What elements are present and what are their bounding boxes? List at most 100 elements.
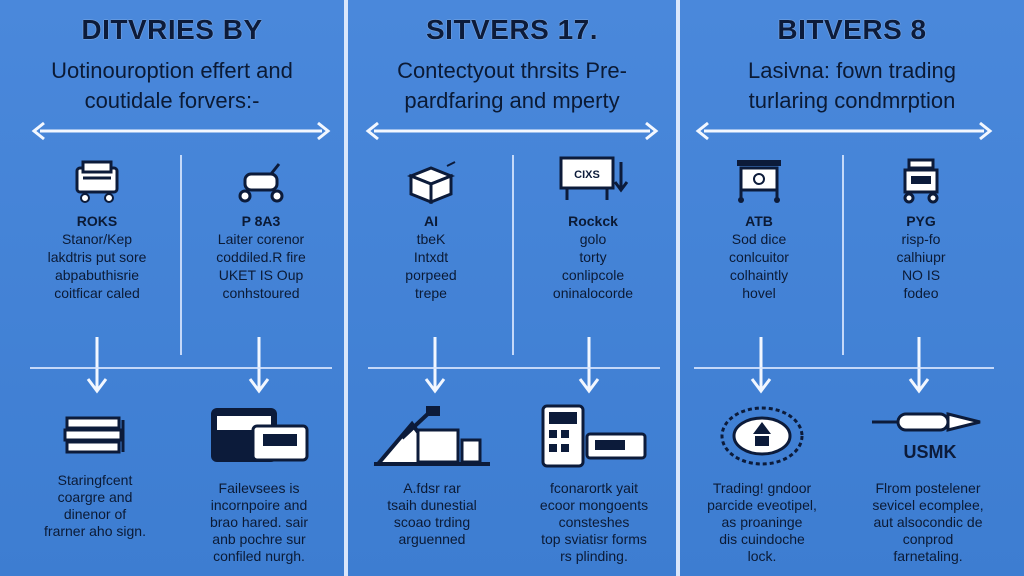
bottom-line: Flrom postelener (875, 480, 981, 496)
sign-board-icon: CIXS (559, 156, 629, 200)
bottom-line: Trading! gndoor (712, 480, 812, 496)
cell-line: conhstoured (222, 285, 300, 301)
bottom-line: rs plinding. (560, 548, 628, 564)
cell-line: UKET IS Oup (218, 267, 304, 283)
double-arrow-icon (31, 121, 331, 141)
cell-left: ATB Sod dice conlcuitor colhaintly hovel (684, 158, 834, 302)
column-title: SITVERS 17. (425, 14, 598, 45)
cell-line: colhaintly (729, 267, 789, 283)
cell-right: P 8A3 Laiter corenor coddiled.R fire UKE… (186, 160, 336, 302)
cell-line: torty (579, 249, 607, 265)
bottom-line: lock. (747, 548, 777, 564)
cell-text: Rockck golo torty conlipcole oninalocord… (518, 212, 668, 302)
bottom-line: incornpoire and (210, 497, 308, 513)
column-subtitle: Uotinouroption effert and coutidale forv… (0, 56, 344, 116)
bottom-right: fconarortk yait ecoor mongoents constesh… (514, 404, 674, 565)
scooter-icon (238, 163, 284, 203)
bottom-left: A.fdsr rar tsaih dunestial scoao trding … (354, 404, 510, 548)
column-title: BITVERS 8 (777, 14, 927, 45)
bottom-line: Failevsees is (218, 480, 300, 496)
column-2: SITVERS 17. Contectyout thrsits Pre- par… (348, 0, 676, 576)
cell-divider (842, 155, 844, 355)
bottom-line: consteshes (558, 514, 630, 530)
bottom-left: Staringfcent coargre and dinenor of frar… (20, 410, 170, 540)
bottom-line: coargre and (57, 489, 133, 505)
cell-line: Intxdt (413, 249, 449, 265)
down-arrow-icon (424, 337, 446, 394)
cell-line: calhiupr (896, 249, 946, 265)
row-divider (694, 367, 994, 369)
subtitle-line: Uotinouroption effert and (51, 58, 293, 83)
cell-divider (512, 155, 514, 355)
bottom-line: A.fdsr rar (403, 480, 461, 496)
column-subtitle: Lasivna: fown trading turlaring condmrpt… (680, 56, 1024, 116)
bottom-line: arguenned (398, 531, 466, 547)
card-reader-icon (211, 408, 309, 462)
cell-line: Stanor/Kep (61, 231, 133, 247)
column-divider (676, 0, 680, 576)
bottom-line: farnetaling. (893, 548, 963, 564)
subtitle-line: Lasivna: fown trading (748, 58, 956, 83)
down-arrow-icon (908, 337, 930, 394)
tool-icon-text: USMK (904, 442, 957, 462)
cart-icon (737, 160, 781, 203)
cell-line: tbeK (416, 231, 446, 247)
cell-line: Laiter corenor (217, 231, 305, 247)
subtitle-line: coutidale forvers:- (84, 88, 260, 113)
column-divider (344, 0, 348, 576)
bottom-right: Failevsees is incornpoire and brao hared… (184, 404, 334, 565)
bottom-line: tsaih dunestial (387, 497, 477, 513)
cell-left: ROKS Stanor/Kep lakdtris put sore abpabu… (22, 160, 172, 302)
column-1: DITVRIES BY Uotinouroption effert and co… (0, 0, 344, 576)
cell-line: NO IS (901, 267, 941, 283)
column-3: BITVERS 8 Lasivna: fown trading turlarin… (680, 0, 1024, 576)
bottom-line: parcide eveotipel, (707, 497, 817, 513)
bottom-line: anb pochre sur (212, 531, 306, 547)
column-title: DITVRIES BY (81, 14, 263, 45)
cell-text: ROKS Stanor/Kep lakdtris put sore abpabu… (22, 212, 172, 302)
row-divider (30, 367, 332, 369)
cell-left: AI tbeK Intxdt porpeed trepe (356, 160, 506, 302)
double-arrow-icon (365, 121, 659, 141)
bottom-line: top sviatisr forms (541, 531, 647, 547)
construction-icon (373, 406, 490, 466)
bottom-line: Staringfcent (57, 472, 133, 488)
bottom-line: brao hared. sair (209, 514, 309, 530)
cell-heading: ROKS (76, 213, 118, 229)
bottom-line: ecoor mongoents (539, 497, 649, 513)
bottom-line: confiled nurgh. (213, 548, 305, 564)
cell-line: lakdtris put sore (47, 249, 147, 265)
cell-heading: AI (424, 213, 438, 229)
column-subtitle: Contectyout thrsits Pre- pardfaring and … (348, 56, 676, 116)
cell-heading: ATB (745, 213, 773, 229)
cell-line: abpabuthisrie (54, 267, 140, 283)
subtitle-line: turlaring condmrption (748, 88, 956, 113)
down-arrow-icon (86, 337, 108, 394)
bottom-line: as proaninge (721, 514, 803, 530)
cell-line: risp-fo (901, 231, 941, 247)
cell-line: conlcuitor (729, 249, 789, 265)
cell-heading: PYG (906, 213, 936, 229)
bottom-line: frarner aho sign. (44, 523, 146, 539)
subtitle-line: Contectyout thrsits Pre- (397, 58, 627, 83)
bottom-line: aut alsocondic de (873, 514, 983, 530)
cell-heading: P 8A3 (241, 213, 281, 229)
cell-line: conlipcole (561, 267, 625, 283)
bottom-left: Trading! gndoor parcide eveotipel, as pr… (684, 404, 840, 565)
machine-icon (903, 158, 939, 204)
double-arrow-icon (695, 121, 993, 141)
bottom-line: conprod (902, 531, 954, 547)
bottom-line: dis cuindoche (719, 531, 805, 547)
seal-icon (720, 406, 804, 466)
bottom-line: fconarortk yait (550, 480, 638, 496)
cell-line: trepe (415, 285, 447, 301)
bottom-right: USMK Flrom postelener sevicel ecomplee, … (848, 404, 1008, 565)
calculator-icon (541, 404, 647, 468)
tool-icon: USMK (872, 412, 981, 462)
cell-line: Sod dice (731, 231, 787, 247)
stacked-books-icon (63, 416, 125, 454)
cell-text: P 8A3 Laiter corenor coddiled.R fire UKE… (186, 212, 336, 302)
cell-text: PYG risp-fo calhiupr NO IS fodeo (846, 212, 996, 302)
cell-right: CIXS Rockck golo torty conlipcole oninal… (518, 154, 668, 302)
